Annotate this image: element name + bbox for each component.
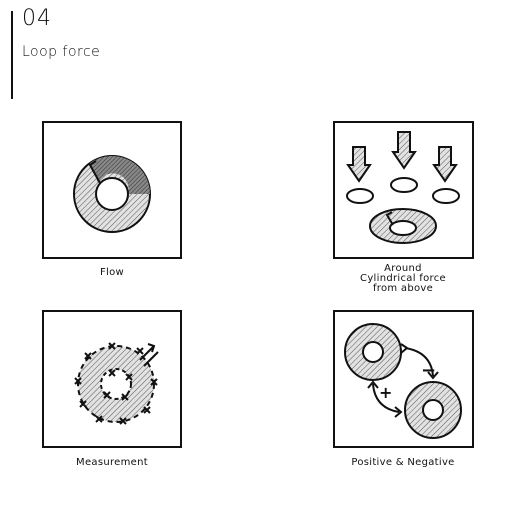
caption-line: Around bbox=[384, 263, 422, 274]
lower-ring-hole bbox=[422, 399, 444, 421]
flow-ring-hole bbox=[95, 177, 129, 211]
section-number: 04 bbox=[22, 6, 52, 31]
positive-curve-arrow bbox=[372, 383, 400, 413]
rotation-arrow-icon bbox=[385, 211, 394, 226]
disk-icon bbox=[346, 188, 374, 204]
negative-curve-arrow bbox=[404, 347, 434, 377]
header-accent-bar bbox=[11, 11, 13, 99]
cylinder-ring-hole bbox=[389, 220, 417, 236]
measurement-inner-ring bbox=[100, 368, 132, 400]
flow-panel bbox=[42, 121, 182, 259]
upper-ring-hole bbox=[362, 341, 384, 363]
arrow-head-icon bbox=[400, 343, 409, 354]
section-title: Loop force bbox=[22, 44, 101, 60]
minus-sign: − bbox=[421, 360, 436, 381]
plus-sign: + bbox=[379, 383, 392, 402]
arrow-head-icon bbox=[394, 406, 403, 418]
down-arrow-icon bbox=[432, 146, 458, 183]
disk-icon bbox=[432, 188, 460, 204]
flow-ring-shade bbox=[90, 155, 150, 194]
flow-caption: Flow bbox=[99, 267, 125, 278]
disk-icon bbox=[390, 177, 418, 193]
measurement-marks bbox=[74, 342, 158, 425]
positive-negative-caption: Positive & Negative bbox=[351, 457, 455, 468]
down-arrow-icon bbox=[346, 146, 372, 183]
diagonal-arrow-icon bbox=[143, 351, 159, 367]
caption-line: Cylindrical force bbox=[360, 273, 446, 284]
positive-negative-panel: − + bbox=[333, 310, 474, 448]
measurement-diagram bbox=[74, 342, 159, 425]
arrow-head-icon bbox=[427, 371, 439, 380]
measurement-panel bbox=[42, 310, 182, 448]
flow-ring-diagram bbox=[73, 155, 151, 233]
diagonal-arrow-icon bbox=[139, 343, 156, 361]
cylindrical-force-panel bbox=[333, 121, 474, 259]
cylindrical-force-caption: Around Cylindrical force from above bbox=[318, 264, 488, 294]
positive-negative-diagram: − + bbox=[344, 323, 462, 439]
down-arrow-icon bbox=[391, 131, 417, 170]
caption-line: from above bbox=[372, 283, 434, 294]
flow-arrow-icon bbox=[89, 160, 101, 184]
measurement-caption: Measurement bbox=[76, 457, 148, 468]
cylindrical-force-diagram bbox=[346, 131, 460, 244]
arrow-head-icon bbox=[367, 380, 379, 389]
